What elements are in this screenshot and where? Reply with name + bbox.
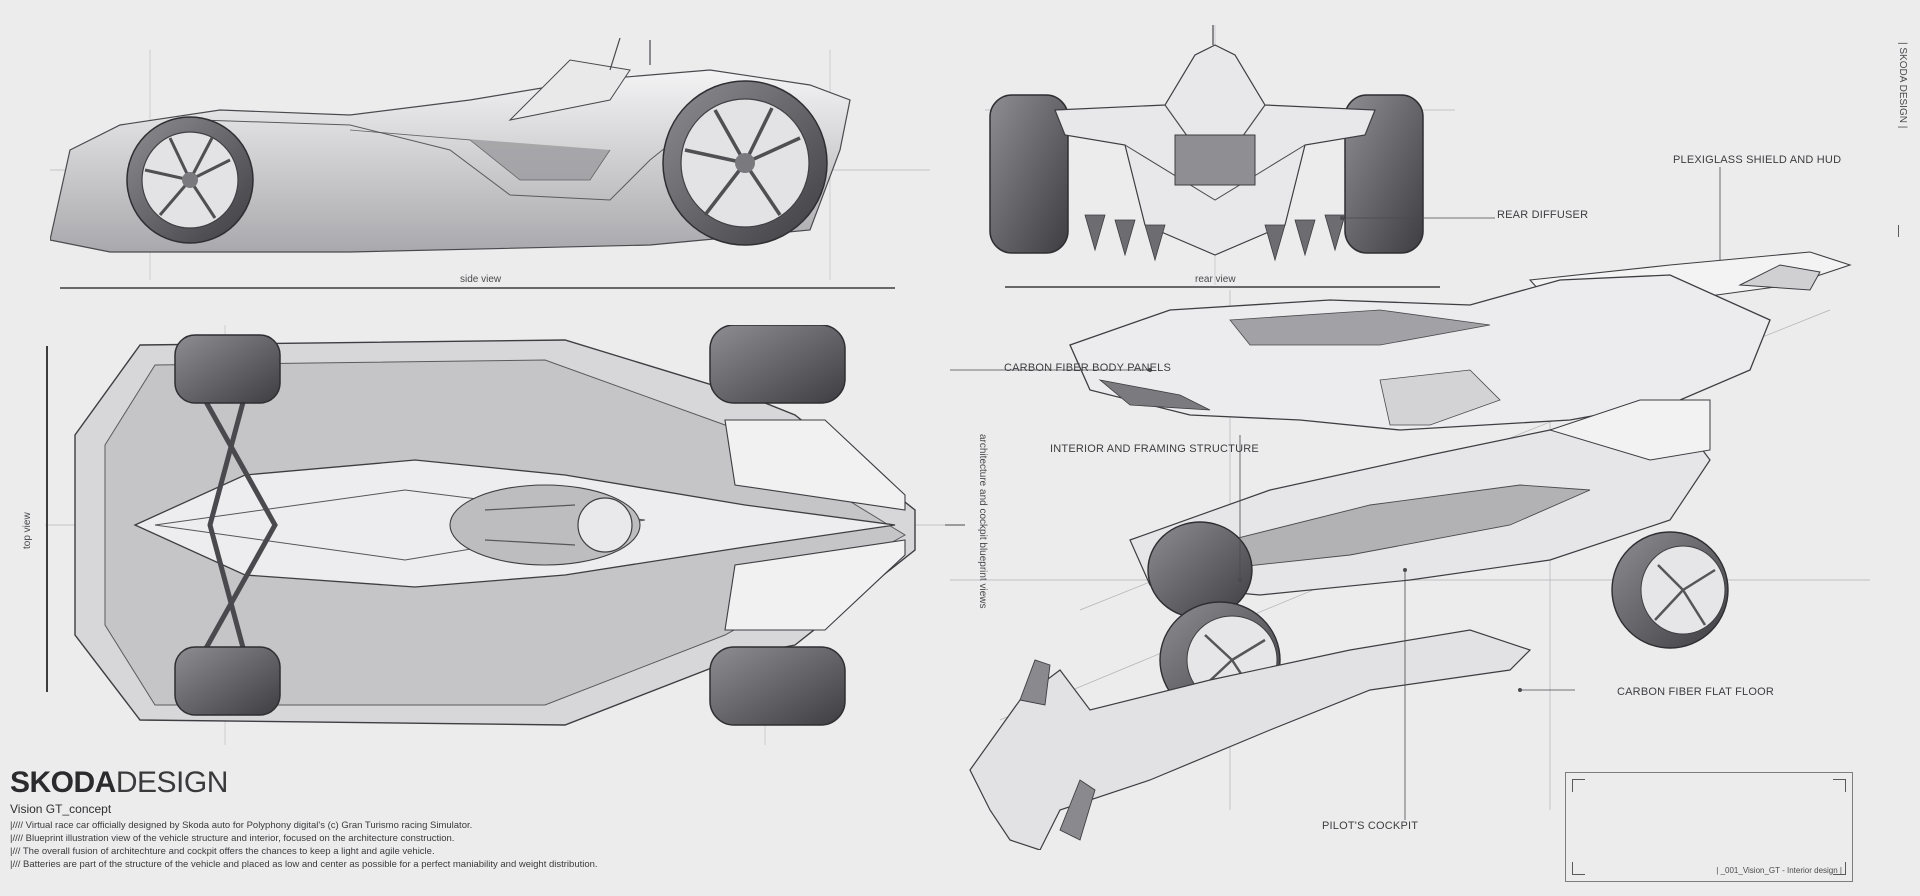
brand-logo-bold: SKODA (10, 766, 116, 799)
top-view-caption: top view (22, 512, 33, 549)
rear-view-drawing (985, 25, 1455, 288)
design-note: |/// The overall fusion of architechture… (10, 846, 435, 857)
rear-view-caption: rear view (1195, 274, 1236, 285)
design-notes: |//// Virtual race car officially design… (10, 819, 598, 871)
side-view-caption: side view (460, 274, 502, 285)
design-note: |/// Batteries are part of the structure… (10, 859, 598, 870)
brand-logo: SKODADESIGN (10, 766, 228, 800)
side-view-drawing (50, 37, 930, 289)
plexiglass-label: PLEXIGLASS SHIELD AND HUD (1673, 154, 1842, 166)
vertical-brand-text: | SKODA DESIGN | (1897, 42, 1908, 129)
concept-subtitle: Vision GT_concept (10, 802, 112, 816)
corner-mark (1833, 779, 1846, 792)
edge-tick (1898, 225, 1899, 237)
corner-mark (1833, 862, 1846, 875)
flat-floor-label: CARBON FIBER FLAT FLOOR (1617, 686, 1774, 698)
corner-mark (1572, 862, 1585, 875)
corner-mark (1572, 779, 1585, 792)
interior-frame-label: INTERIOR AND FRAMING STRUCTURE (1050, 443, 1259, 455)
drawing-reference: | _001_Vision_GT - Interior design | (1716, 866, 1842, 875)
carbon-panels-label: CARBON FIBER BODY PANELS (1004, 362, 1171, 374)
title-block: | _001_Vision_GT - Interior design | (1565, 772, 1853, 882)
top-view-drawing (45, 325, 965, 745)
design-note: |//// Blueprint illustration view of the… (10, 833, 455, 844)
brand-logo-light: DESIGN (115, 766, 229, 799)
exploded-view-drawing (950, 251, 1870, 850)
rear-diffuser-label: REAR DIFFUSER (1497, 209, 1589, 221)
design-note: |//// Virtual race car officially design… (10, 820, 473, 831)
top-view-scale-bar (46, 346, 48, 692)
cockpit-label: PILOT'S COCKPIT (1322, 820, 1419, 832)
rear-diffuser-leader (1340, 216, 1495, 220)
